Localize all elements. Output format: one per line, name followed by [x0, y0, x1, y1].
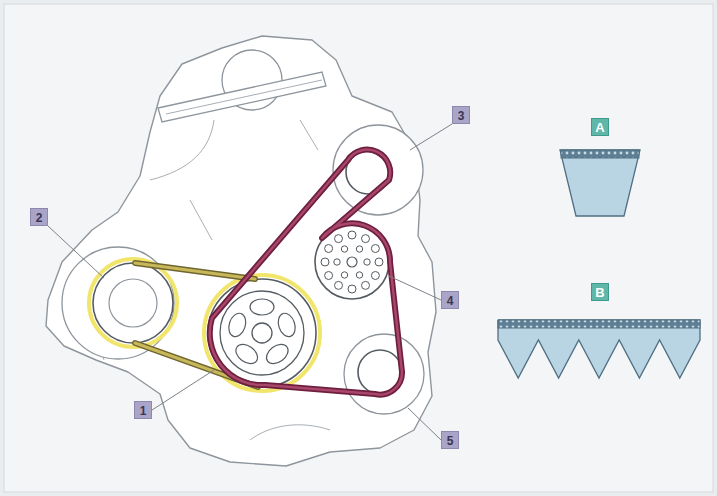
rocker-rod-line	[166, 80, 322, 114]
pulley-5-housing	[344, 334, 424, 414]
pulley-hole	[364, 259, 370, 265]
engine-block	[46, 36, 436, 466]
pulley-hole	[325, 245, 333, 253]
callout-number: 1	[134, 401, 152, 419]
highlight-ring	[89, 259, 177, 347]
callout-number: 5	[441, 431, 459, 449]
pulley-hub	[347, 257, 357, 267]
pulley-3-housing	[333, 125, 423, 215]
pulley-hole	[325, 272, 333, 280]
callout-number: 2	[30, 208, 48, 226]
section-letter: A	[591, 118, 609, 136]
pulley-1-rim	[220, 291, 304, 375]
poly-v-belt-section	[498, 320, 700, 378]
block-detail	[70, 120, 330, 440]
callout-number: 4	[441, 291, 459, 309]
pulley-2	[93, 263, 173, 343]
v-belt-section	[560, 150, 640, 216]
pulley-1-hub	[252, 323, 272, 343]
spoke-cutout	[232, 341, 261, 368]
pulley-hole	[371, 272, 379, 280]
spoke-cutout	[275, 311, 298, 339]
pulley-hole	[334, 259, 340, 265]
pulley-hole	[335, 281, 343, 289]
spoke-cutout	[250, 299, 274, 315]
panel	[4, 4, 713, 492]
pulley-hole	[348, 231, 356, 239]
pulley-hole	[341, 272, 347, 278]
leader-lines	[48, 124, 452, 440]
section-letter: B	[591, 283, 609, 301]
pulley-hole	[356, 272, 362, 278]
rocker-rod	[158, 72, 326, 122]
callout-number: 3	[452, 106, 470, 124]
pulley-2-hub	[109, 279, 157, 327]
pulley-hole	[341, 246, 347, 252]
pulley-hole	[356, 246, 362, 252]
spoke-cutout	[226, 311, 249, 339]
pulley-hole	[371, 245, 379, 253]
pulley-hole	[362, 281, 370, 289]
pulley-hole	[335, 235, 343, 243]
pulley-hole	[362, 235, 370, 243]
pulley-hole	[348, 285, 356, 293]
pulley-hole	[321, 258, 329, 266]
pulley-hole	[375, 258, 383, 266]
spoke-cutout	[263, 341, 292, 368]
poly-v-belt	[210, 150, 402, 395]
